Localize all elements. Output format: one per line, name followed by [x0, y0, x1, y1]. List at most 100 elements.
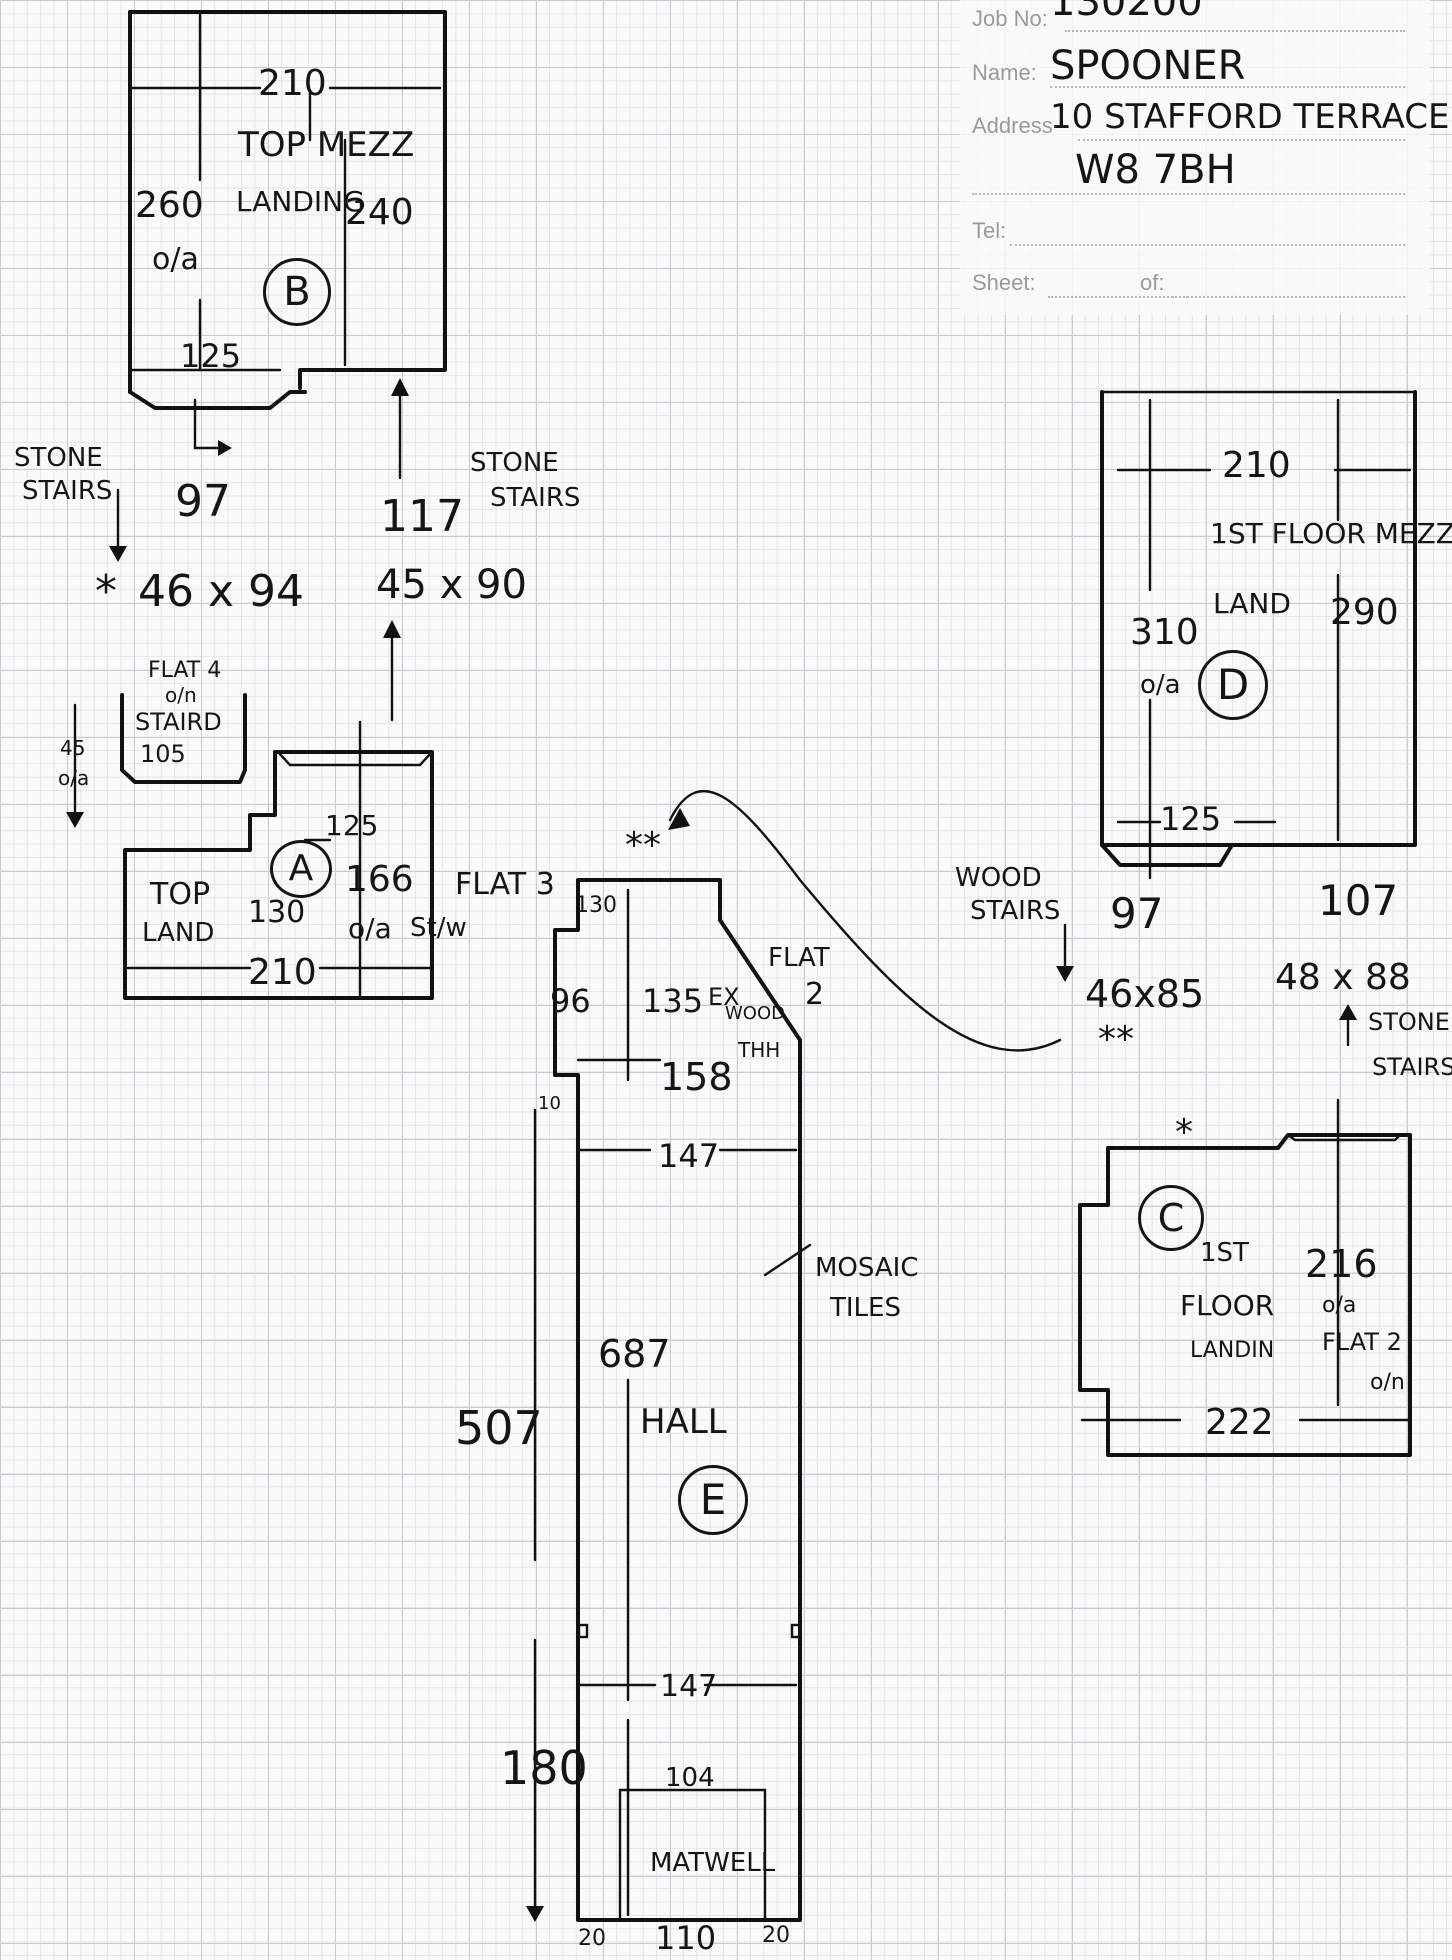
plan-c-depth-note-line3: o/n — [1370, 1370, 1405, 1395]
plan-a-outline — [123, 720, 434, 1000]
stairs-ab-right-label-line1: STONE — [470, 448, 559, 478]
plan-d-id-badge: D — [1198, 650, 1268, 720]
address-line-1: 10 STAFFORD TERRACE — [1050, 97, 1450, 137]
plan-e-w-20-left: 20 — [578, 1926, 606, 1951]
plan-e-w-104: 104 — [665, 1763, 715, 1793]
flat4-line2: o/n — [165, 683, 197, 707]
plan-a-depth-small: 130 — [248, 895, 306, 930]
plan-c-id-badge: C — [1138, 1185, 1204, 1251]
plan-e-w-130: 130 — [575, 893, 617, 918]
plan-b-depth-left: 260 — [135, 185, 204, 226]
stairs-ab-left-size: 46 x 94 — [138, 566, 304, 617]
plan-b-depth-note: o/a — [152, 242, 199, 277]
sheet-label: Sheet: — [972, 270, 1036, 295]
flat4-side: 45 — [60, 736, 86, 760]
plan-e-mosaic-line1: MOSAIC — [815, 1253, 919, 1283]
plan-e-w-20-right: 20 — [762, 1923, 790, 1948]
plan-c-depth: 216 — [1305, 1242, 1378, 1286]
plan-e-name: HALL — [640, 1402, 727, 1442]
plan-b-width-bottom: 125 — [180, 337, 242, 375]
job-header: Job No: Name: Address Tel: Sheet: of: — [960, 0, 1430, 315]
address-line-2: W8 7BH — [1075, 147, 1236, 193]
flat4-width: 105 — [140, 740, 186, 768]
plan-d-width-bottom: 125 — [1160, 800, 1222, 838]
plan-e-w-135: 135 — [642, 982, 704, 1020]
flat-4-stair-box — [66, 693, 247, 828]
flat4-line1: FLAT 4 — [148, 658, 222, 683]
stairs-ab-right-width: 117 — [380, 491, 464, 542]
plan-a-depth-note: o/a — [348, 912, 392, 945]
stairs-dc-left-size: 46x85 — [1085, 972, 1205, 1016]
plan-d-outline — [1100, 390, 1417, 880]
plan-e-w-110: 110 — [655, 1919, 717, 1957]
plan-e-w-96: 96 — [550, 982, 591, 1020]
plan-e-w-147-bottom: 147 — [660, 1669, 718, 1704]
connector-curve — [668, 789, 1062, 1052]
stairs-dc-left-label-line1: WOOD — [955, 863, 1042, 893]
plan-e-ex-wood-line3: THH — [738, 1038, 781, 1062]
plan-a-flat-label: FLAT 3 — [455, 867, 555, 902]
plan-a-id-badge: A — [270, 840, 332, 898]
stairs-dc-left-label-line2: STAIRS — [970, 896, 1061, 926]
plan-e-w-158: 158 — [660, 1055, 733, 1099]
plan-e-flat2-line1: FLAT — [768, 943, 830, 973]
stairs-dc-right-label-line2: STAIRS — [1372, 1053, 1452, 1081]
plan-d-depth-right: 290 — [1330, 592, 1399, 633]
plan-e-w-147-top: 147 — [658, 1137, 720, 1175]
plan-a-width-bottom: 210 — [248, 952, 317, 993]
plan-d-depth-left: 310 — [1130, 612, 1199, 653]
plan-e-mat-label: MATWELL — [650, 1848, 776, 1878]
stairs-arrows-b-a — [109, 378, 409, 722]
plan-a-stair-label: St/w — [410, 913, 467, 943]
plan-c-depth-note-line2: FLAT 2 — [1322, 1328, 1402, 1356]
plan-e-ex-wood-line2: WOOD — [725, 1003, 785, 1024]
plan-e-mosaic-line2: TILES — [830, 1293, 901, 1323]
plan-b-name-line1: TOP MEZZ — [238, 125, 415, 165]
stairs-ab-left-mark: * — [95, 566, 117, 617]
stairs-arrows-d-c — [1056, 923, 1357, 1407]
plan-b-depth-right: 240 — [345, 192, 414, 233]
stairs-dc-right-size: 48 x 88 — [1275, 957, 1411, 998]
job-number: 130200 — [1050, 0, 1203, 25]
stairs-ab-left-label-line1: STONE — [14, 443, 103, 473]
plan-a-depth: 166 — [345, 859, 414, 900]
plan-b-name-line2: LANDING — [236, 185, 365, 218]
stairs-ab-right-label-line2: STAIRS — [490, 483, 581, 513]
plan-e-mark-top: ** — [625, 825, 661, 866]
plan-c-name-line2: FLOOR — [1180, 1289, 1275, 1322]
plan-e-length-687: 687 — [598, 1332, 671, 1376]
plan-b-id-badge: B — [263, 258, 331, 326]
of-label: of: — [1140, 270, 1165, 295]
client-name: SPOONER — [1050, 43, 1246, 89]
plan-e-outline — [526, 878, 812, 1922]
plan-e-length-180: 180 — [500, 1741, 588, 1795]
plan-d-name-line2: LAND — [1213, 587, 1291, 620]
stairs-dc-right-label-line1: STONE — [1368, 1008, 1450, 1036]
plan-a-width-top: 125 — [325, 809, 379, 842]
plan-b-outline — [128, 10, 447, 410]
plan-c-width: 222 — [1205, 1402, 1274, 1443]
plan-d-depth-note: o/a — [1140, 670, 1181, 700]
flat4-line3: STAIRD — [135, 708, 222, 736]
plan-c-outline — [1078, 1133, 1412, 1457]
stairs-ab-right-size: 45 x 90 — [376, 562, 527, 608]
stairs-dc-right-width: 107 — [1318, 876, 1399, 925]
plan-c-name-line1: 1ST — [1200, 1238, 1249, 1268]
stairs-dc-left-width: 97 — [1110, 889, 1164, 938]
plan-c-depth-note-line1: o/a — [1322, 1293, 1357, 1318]
stairs-ab-left-width: 97 — [175, 476, 231, 527]
address-label: Address — [972, 113, 1053, 138]
plan-e-id-badge: E — [678, 1465, 748, 1535]
plan-d-width: 210 — [1222, 445, 1291, 486]
stairs-dc-left-mark: ** — [1098, 1019, 1134, 1060]
plan-b-width: 210 — [258, 63, 327, 104]
plan-d-name-line1: 1ST FLOOR MEZZ — [1210, 517, 1452, 550]
stairs-ab-left-label-line2: STAIRS — [22, 476, 113, 506]
plan-c-mark: * — [1175, 1112, 1193, 1153]
plan-c-name-line3: LANDIN — [1190, 1338, 1275, 1363]
plan-a-name-line2: LAND — [142, 918, 215, 948]
plan-a-name-line1: TOP — [150, 877, 211, 912]
name-label: Name: — [972, 60, 1037, 85]
plan-e-w-10: 10 — [538, 1093, 561, 1114]
